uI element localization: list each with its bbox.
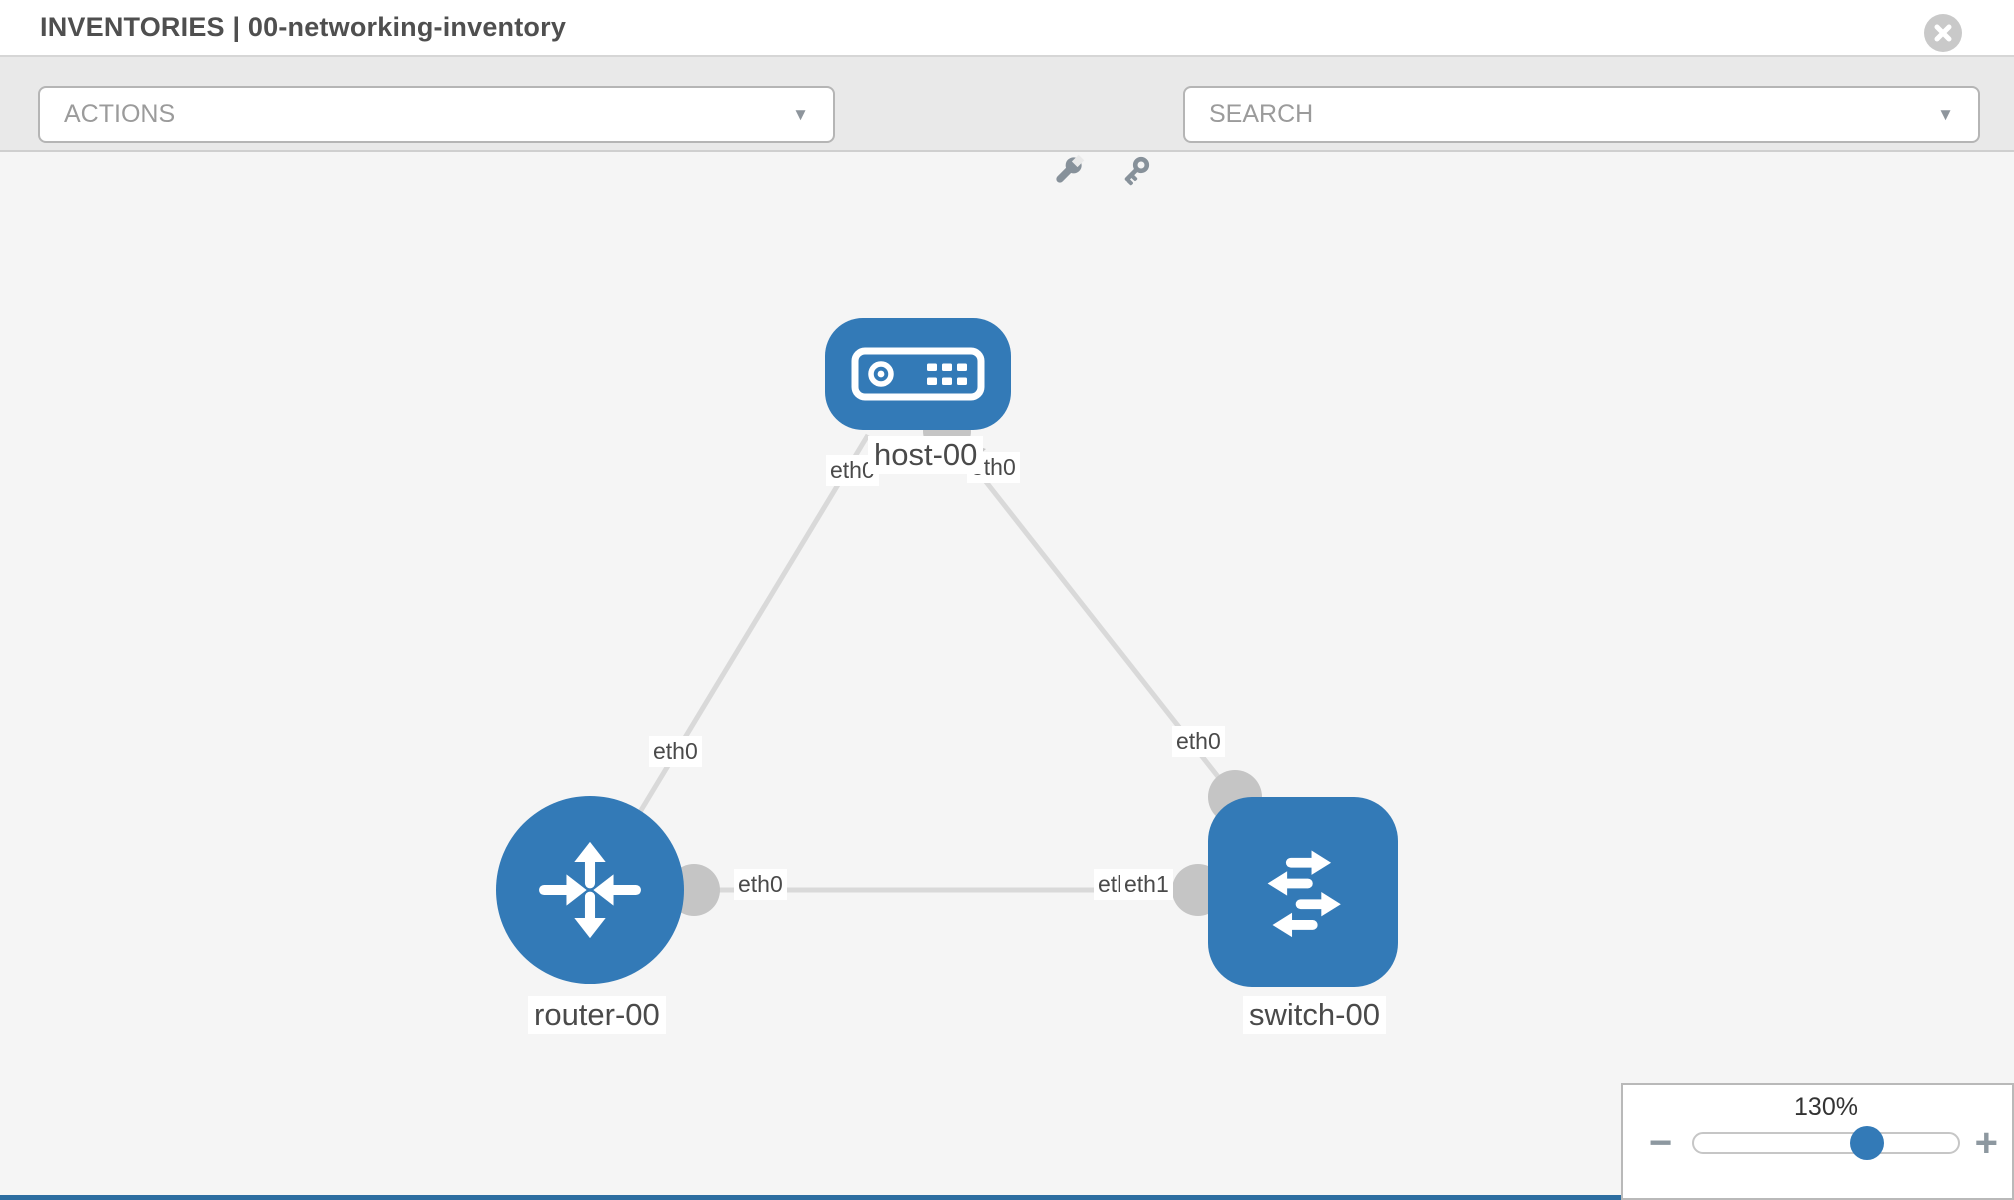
node-router-00[interactable] xyxy=(496,796,684,984)
close-icon[interactable] xyxy=(1924,14,1962,52)
interface-label: eth0 xyxy=(734,869,787,900)
node-switch-00[interactable] xyxy=(1208,797,1398,987)
wrench-icon[interactable] xyxy=(1050,153,1086,189)
zoom-level-value: 130% xyxy=(1794,1093,1858,1121)
node-label-router: router-00 xyxy=(528,996,666,1034)
search-dropdown[interactable]: SEARCH ▼ xyxy=(1183,86,1980,143)
actions-dropdown-label: ACTIONS xyxy=(64,100,176,128)
node-label-switch: switch-00 xyxy=(1243,996,1386,1034)
zoom-control-panel: 130% − + xyxy=(1621,1083,2014,1200)
zoom-slider-handle[interactable] xyxy=(1850,1126,1884,1160)
page-title: INVENTORIES | 00-networking-inventory xyxy=(40,12,567,42)
topology-canvas[interactable]: eth0 host-00 eth0 eth0 eth0 eth0 eth0 et… xyxy=(0,152,2014,1200)
chevron-down-icon: ▼ xyxy=(1937,105,1954,124)
interface-label: eth0 xyxy=(649,736,702,767)
router-icon xyxy=(539,841,641,939)
search-dropdown-label: SEARCH xyxy=(1209,100,1314,128)
interface-label: eth0 xyxy=(1172,726,1225,757)
toolbar: ACTIONS ▼ SEARCH ▼ xyxy=(0,57,2014,186)
node-host-00[interactable] xyxy=(825,318,1011,430)
chevron-down-icon: ▼ xyxy=(792,105,809,124)
key-icon[interactable] xyxy=(1117,153,1153,189)
zoom-slider-track[interactable] xyxy=(1692,1126,1960,1160)
edges-layer xyxy=(637,407,1262,916)
bottom-bar xyxy=(0,1195,1621,1200)
switch-icon xyxy=(1267,850,1341,938)
zoom-out-button[interactable]: − xyxy=(1649,1121,1673,1165)
actions-dropdown[interactable]: ACTIONS ▼ xyxy=(38,86,835,143)
header-bar: INVENTORIES | 00-networking-inventory xyxy=(0,0,2014,57)
interface-label: eth1 xyxy=(1120,869,1173,900)
zoom-in-button[interactable]: + xyxy=(1974,1121,1998,1165)
server-icon xyxy=(851,347,985,401)
node-label-host: host-00 xyxy=(868,436,984,474)
